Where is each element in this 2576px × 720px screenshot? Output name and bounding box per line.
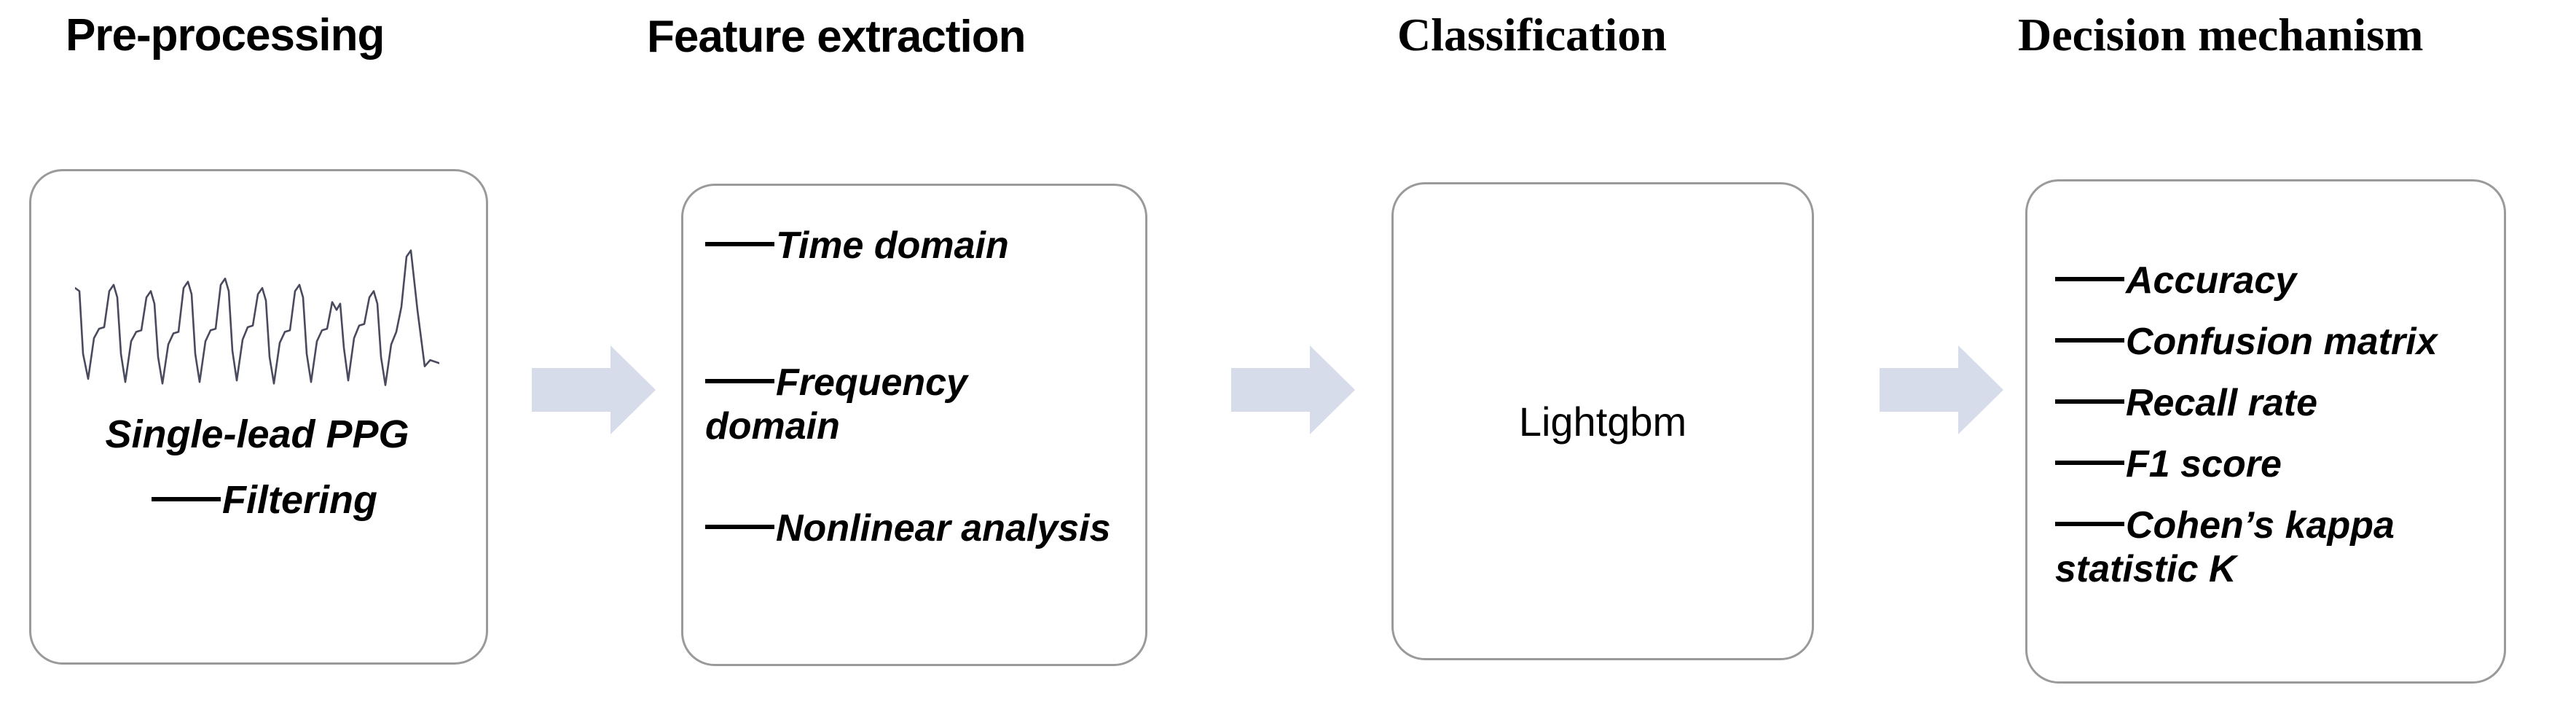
- stage-title-pre-processing: Pre-processing: [66, 10, 385, 60]
- dash-lead-icon: [2055, 522, 2124, 527]
- stage-title-classification: Classification: [1397, 9, 1667, 60]
- list-item-label: Nonlinear analysis: [776, 507, 1111, 549]
- model-name-label: Lightgbm: [1518, 398, 1687, 445]
- list-item-f1-score: F1 score: [2055, 442, 2492, 486]
- list-item-filtering: Filtering: [31, 477, 498, 523]
- dash-lead-icon: [705, 525, 774, 530]
- list-item-confusion-matrix: Confusion matrix: [2055, 320, 2507, 364]
- waveform-caption: Single-lead PPG: [105, 412, 409, 456]
- stage-box-decision-mechanism: Accuracy Confusion matrix Recall rate F1…: [2025, 179, 2506, 684]
- dash-lead-icon: [2055, 277, 2124, 282]
- list-item-label: Recall rate: [2126, 382, 2318, 424]
- list-item-label: Time domain: [776, 224, 1009, 267]
- stage-title-feature-extraction: Feature extraction: [647, 12, 1026, 62]
- list-item-label: Filtering: [222, 478, 377, 522]
- list-item-label: F1 score: [2126, 443, 2282, 485]
- dash-lead-icon: [2055, 461, 2124, 466]
- dash-lead-icon: [2055, 399, 2124, 404]
- stage-box-pre-processing: Single-lead PPG Filtering: [29, 169, 488, 665]
- stage-box-classification: Lightgbm: [1391, 182, 1814, 660]
- ppg-waveform-chart: [75, 249, 439, 386]
- list-item-label: Frequency domain: [705, 361, 967, 448]
- list-item-cohens-kappa: Cohen’s kappa statistic K: [2055, 504, 2419, 592]
- list-item-accuracy: Accuracy: [2055, 259, 2492, 302]
- list-item-frequency-domain: Frequency domain: [705, 361, 1026, 449]
- dash-lead-icon: [705, 242, 774, 247]
- list-item-label: Accuracy: [2126, 259, 2297, 302]
- list-item-label: Confusion matrix: [2126, 321, 2438, 363]
- dash-lead-icon: [705, 379, 774, 384]
- arrow-preprocessing-to-feature-icon: [532, 345, 656, 434]
- stage-title-decision-mechanism: Decision mechanism: [2018, 9, 2424, 60]
- stage-box-feature-extraction: Time domain Frequency domain Nonlinear a…: [681, 184, 1147, 666]
- arrow-feature-to-classification-icon: [1231, 345, 1355, 434]
- dash-lead-icon: [152, 496, 221, 501]
- list-item-time-domain: Time domain: [705, 224, 1142, 267]
- list-item-label: Cohen’s kappa statistic K: [2055, 504, 2395, 591]
- dash-lead-icon: [2055, 338, 2124, 343]
- list-item-nonlinear-analysis: Nonlinear analysis: [705, 506, 1157, 550]
- arrow-classification-to-decision-icon: [1880, 345, 2003, 434]
- list-item-recall-rate: Recall rate: [2055, 381, 2492, 425]
